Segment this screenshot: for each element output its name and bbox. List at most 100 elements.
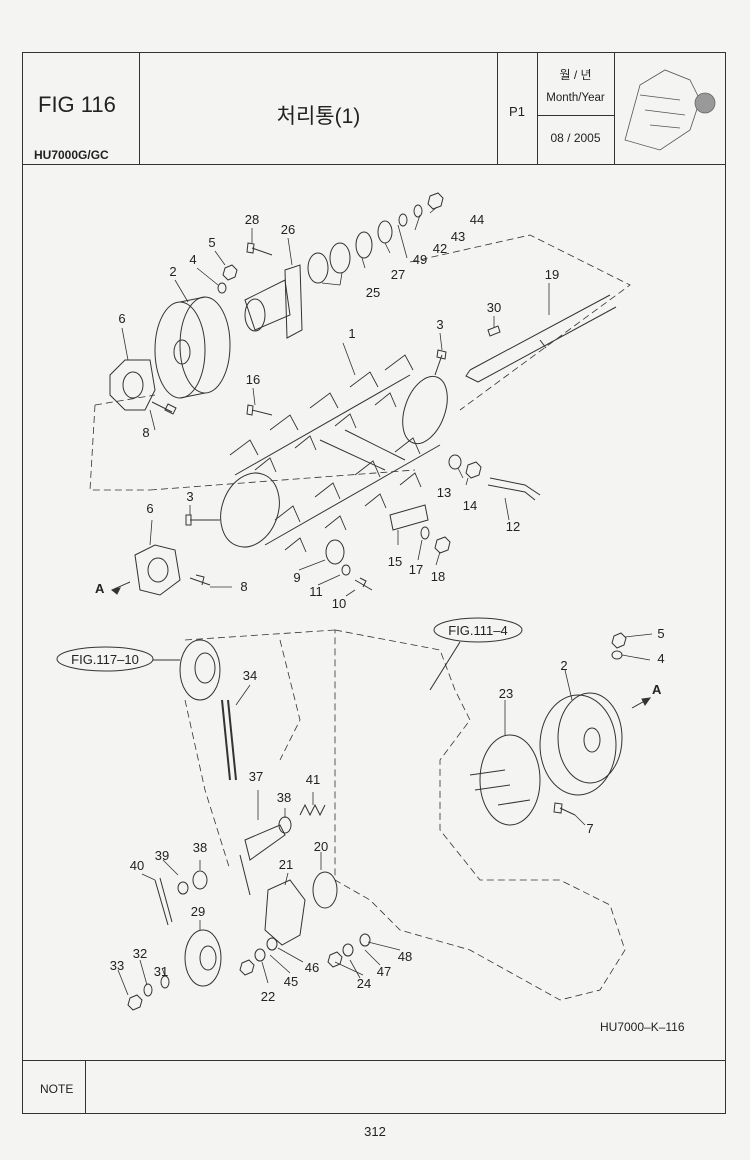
part-label-45: 45 <box>284 974 298 989</box>
part-label-5: 5 <box>208 235 215 250</box>
hose-part-12 <box>487 477 541 501</box>
callout-fig117: FIG.117–10 <box>71 652 139 667</box>
bearing-housing-part-6-top <box>109 359 156 411</box>
washer-part-47 <box>342 943 354 957</box>
part-label-18: 18 <box>431 569 445 584</box>
month-divider <box>537 115 614 116</box>
nut-part-22 <box>239 959 255 976</box>
bearing-housing-part-6-bottom <box>134 544 181 596</box>
header-col-1 <box>139 52 140 164</box>
part-label-22: 22 <box>261 989 275 1004</box>
part-label-5: 5 <box>657 626 664 641</box>
model-code: HU7000G/GC <box>34 148 109 162</box>
drawing-code: HU7000–K–116 <box>600 1020 685 1034</box>
drum-part-1 <box>220 354 448 553</box>
nut-part-18 <box>434 536 451 554</box>
part-label-8: 8 <box>142 425 149 440</box>
part-label-34: 34 <box>243 668 257 683</box>
direction-arrow-top <box>110 581 131 595</box>
washer-part-32 <box>143 983 153 997</box>
chain-outline <box>184 629 336 871</box>
lever-part-37 <box>239 824 286 896</box>
part-label-39: 39 <box>155 848 169 863</box>
washer-part-4-top <box>217 282 227 294</box>
spring-part-41 <box>299 803 326 817</box>
page-border <box>22 52 726 1114</box>
part-label-4: 4 <box>657 651 664 666</box>
part-label-47: 47 <box>377 964 391 979</box>
part-label-17: 17 <box>409 562 423 577</box>
part-label-7: 7 <box>586 821 593 836</box>
bolt-part-3-lower <box>185 514 220 526</box>
part-label-8: 8 <box>240 579 247 594</box>
bearing-part-25b <box>329 242 351 274</box>
part-label-11: 11 <box>309 584 323 599</box>
part-label-13: 13 <box>437 485 451 500</box>
collar-part-38-lower <box>192 870 208 890</box>
part-label-38: 38 <box>277 790 291 805</box>
pin-part-40 <box>154 877 173 926</box>
part-label-9: 9 <box>293 570 300 585</box>
bolt-part-16 <box>246 404 273 416</box>
part-label-37: 37 <box>249 769 263 784</box>
part-label-21: 21 <box>279 857 293 872</box>
part-label-6: 6 <box>146 501 153 516</box>
sprocket-part-29 <box>184 929 222 987</box>
nut-part-14 <box>465 461 482 479</box>
part-label-48: 48 <box>398 949 412 964</box>
housing-part-21 <box>264 879 306 946</box>
plate-part-15 <box>389 504 429 531</box>
header-col-2 <box>497 52 498 164</box>
part-label-10: 10 <box>332 596 346 611</box>
frame-outline-top <box>89 234 631 491</box>
washer-part-48 <box>359 933 371 947</box>
part-label-3: 3 <box>436 317 443 332</box>
shaft-part-19 <box>465 294 617 383</box>
washer-part-46 <box>266 937 278 951</box>
frame-plate-outline <box>334 629 626 1001</box>
header-col-3 <box>537 52 538 164</box>
part-label-24: 24 <box>357 976 371 991</box>
direction-arrow-bottom <box>631 697 652 709</box>
header-col-4 <box>614 52 615 164</box>
callout-fig111: FIG.111–4 <box>448 623 508 638</box>
part-label-28: 28 <box>245 212 259 227</box>
hub-part-23 <box>469 734 541 826</box>
chain-part-34 <box>221 699 237 781</box>
header-divider <box>22 164 726 165</box>
bolt-part-8-bottom <box>189 574 211 586</box>
bearing-part-25a <box>307 252 329 284</box>
part-label-46: 46 <box>305 960 319 975</box>
part-label-43: 43 <box>451 229 465 244</box>
bolt-part-28 <box>246 242 273 256</box>
bearing-holder-part-26 <box>244 264 303 339</box>
part-label-25: 25 <box>366 285 380 300</box>
issue-date: 08 / 2005 <box>550 131 601 145</box>
note-divider <box>22 1060 726 1061</box>
page-title: 처리통(1) <box>276 105 361 128</box>
sprocket-upper <box>179 639 221 701</box>
part-label-6: 6 <box>118 311 125 326</box>
part-label-30: 30 <box>487 300 501 315</box>
drum-part-2-lower <box>539 692 623 796</box>
direction-label-top: A <box>95 581 105 596</box>
direction-label-bottom: A <box>652 682 662 697</box>
part-label-12: 12 <box>506 519 520 534</box>
callout-oval-fig117 <box>56 646 154 672</box>
bolt-part-10 <box>354 577 373 591</box>
part-label-3: 3 <box>186 489 193 504</box>
callout-leader-fig111 <box>429 641 461 691</box>
bolt-part-7 <box>553 802 576 816</box>
part-label-29: 29 <box>191 904 205 919</box>
part-label-4: 4 <box>189 252 196 267</box>
part-label-41: 41 <box>306 772 320 787</box>
part-label-31: 31 <box>154 964 168 979</box>
leader-lines <box>117 206 653 996</box>
disc-part-9 <box>325 539 345 565</box>
part-label-27: 27 <box>391 267 405 282</box>
washer-part-4-bottom <box>611 650 623 660</box>
month-label-english: Month/Year <box>546 92 605 104</box>
ring-part-27 <box>355 231 373 259</box>
